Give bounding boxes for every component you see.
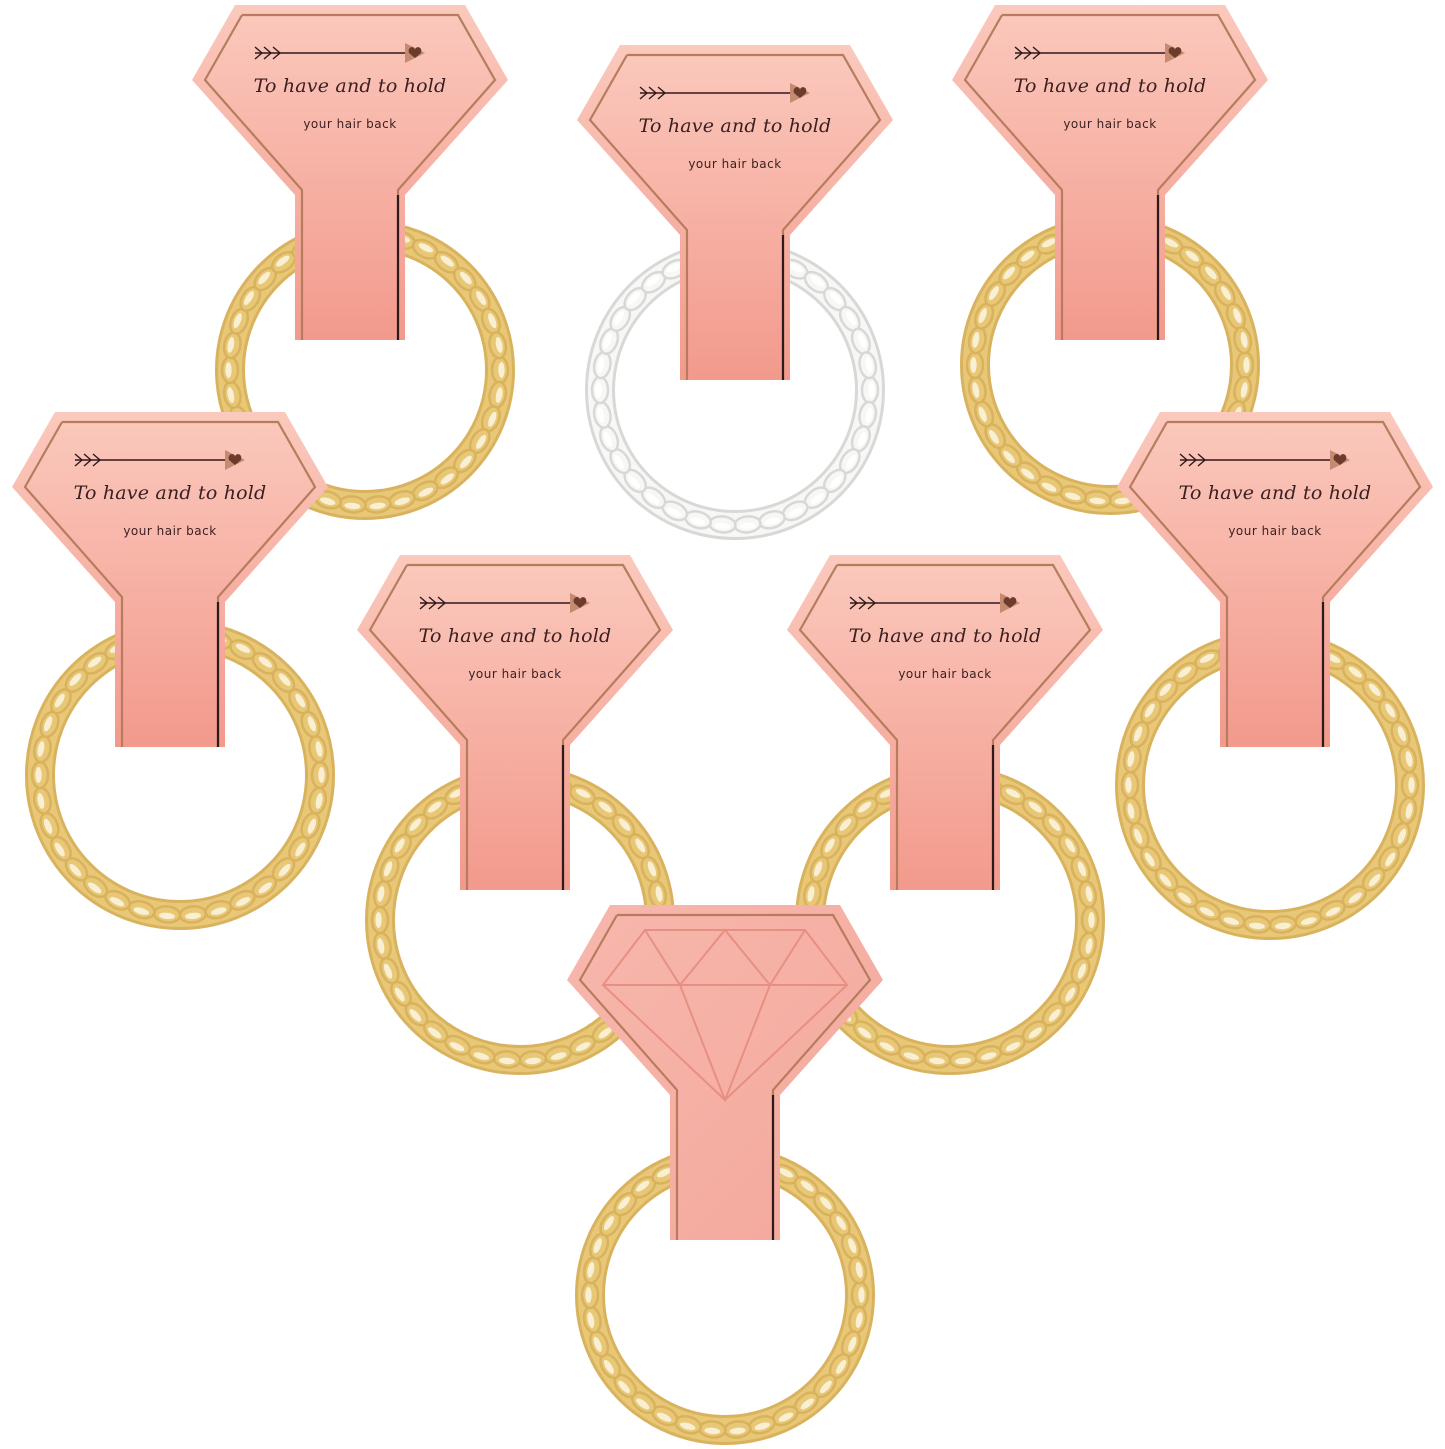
hair-tie-card	[577, 45, 893, 380]
arrow-heart-icon	[74, 450, 245, 470]
hair-tie-card	[1117, 412, 1433, 747]
hair-tie-card	[567, 905, 883, 1240]
diamond-icon	[601, 928, 849, 1103]
hair-tie-card	[952, 5, 1268, 340]
hair-tie-card	[192, 5, 508, 340]
arrow-heart-icon	[849, 593, 1020, 613]
arrow-heart-icon	[254, 43, 425, 63]
hair-tie-card	[787, 555, 1103, 890]
arrow-heart-icon	[1179, 450, 1350, 470]
hair-tie-card	[357, 555, 673, 890]
arrow-heart-icon	[639, 83, 810, 103]
arrow-heart-icon	[419, 593, 590, 613]
hair-tie-card	[12, 412, 328, 747]
arrow-heart-icon	[1014, 43, 1185, 63]
